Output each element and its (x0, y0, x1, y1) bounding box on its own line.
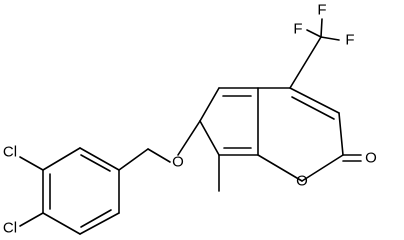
bonds (19, 18, 362, 235)
bond-ph6-ph5 (42, 147, 81, 171)
bond-ch2-aryl (118, 148, 149, 171)
bond-c4-cf3 (289, 36, 322, 89)
atom-label-o-carbonyl: O (365, 150, 377, 167)
bond-ph4-ph3 (42, 212, 81, 235)
bond-cf3-f2 (320, 18, 323, 38)
bond-ph4-cl2 (19, 212, 44, 227)
bond-c4-c3-inner (291, 96, 335, 120)
bond-c6-o-ether (177, 120, 201, 156)
bond-o-ring-c8a (257, 154, 303, 182)
atom-label-cl1: Cl (3, 144, 17, 161)
bond-c6-c7 (199, 120, 220, 156)
atom-label-o-ring: O (296, 173, 308, 190)
bond-c4-c3 (289, 87, 340, 114)
atom-label-f1: F (293, 21, 302, 38)
bond-c5-c6 (199, 87, 220, 122)
atom-label-f3: F (345, 32, 354, 49)
bond-c3-c2 (338, 112, 344, 156)
bond-c2-o-ring (301, 154, 344, 182)
bond-ph5-cl1 (19, 156, 44, 171)
atom-label-cl2: Cl (3, 220, 17, 237)
atom-labels: F F F O O O Cl Cl (3, 2, 377, 237)
bond-o-ether-ch2 (147, 148, 171, 163)
bond-cf3-f3 (320, 36, 340, 41)
bond-cf3-f1 (306, 29, 322, 38)
bond-ph1-ph6-inner (80, 154, 111, 172)
atom-label-f2: F (317, 2, 326, 19)
bond-ph3-ph2 (79, 212, 120, 235)
bond-ph3-ph2-inner (80, 209, 112, 228)
atom-label-o-ether: O (172, 154, 184, 171)
bond-ph1-ph6 (79, 147, 120, 171)
